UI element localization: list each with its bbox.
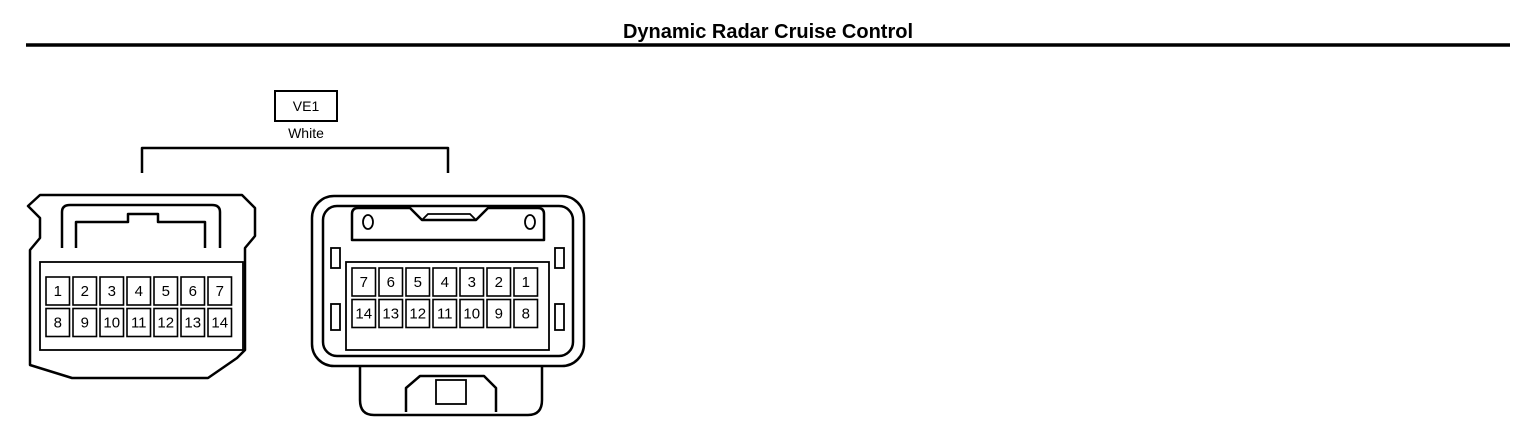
left-connector-latch-outer: [60, 203, 222, 248]
right-connector-hole-right: [524, 214, 536, 230]
pin-number: 13: [382, 306, 399, 323]
pin-cell: [459, 298, 485, 329]
pin-cell: [99, 307, 125, 338]
pin-cell: [180, 276, 206, 306]
left-connector-body: [26, 193, 257, 380]
pin-number: 5: [414, 274, 422, 291]
pin-cell: [432, 298, 458, 329]
pin-number: 12: [157, 315, 174, 332]
right-connector-side-slot-bl: [330, 303, 341, 331]
pin-number: 14: [355, 306, 372, 323]
right-pin-grid: 7 6 5 4 3 2 1 14 13 12 11 10 9 8: [351, 267, 539, 329]
right-connector-side-slot-tl: [330, 247, 341, 269]
pin-number: 10: [463, 306, 480, 323]
pin-cell: [45, 307, 71, 338]
connector-code-box: [274, 90, 338, 122]
left-connector-latch-inner: [74, 212, 207, 248]
pin-cell: [351, 298, 377, 329]
pin-number: 1: [54, 283, 62, 300]
pin-number: 13: [184, 315, 201, 332]
pin-number: 3: [468, 274, 476, 291]
right-connector-top-key: [350, 206, 546, 242]
pin-cell: [126, 276, 152, 306]
pin-cell: [180, 307, 206, 338]
pin-number: 7: [216, 283, 224, 300]
right-connector-side-slot-br: [554, 303, 565, 331]
pin-number: 11: [437, 306, 453, 323]
pin-number: 8: [54, 315, 62, 332]
pin-cell: [99, 276, 125, 306]
right-connector-key-notch: [421, 213, 477, 221]
pin-number: 6: [189, 283, 197, 300]
right-connector-lock-inner: [404, 374, 498, 412]
pin-cell: [432, 267, 458, 297]
right-connector-lock-tab: [358, 366, 544, 417]
pin-cell: [126, 307, 152, 338]
pin-cell: [486, 267, 512, 297]
right-connector-cavity: [345, 261, 550, 351]
pin-number: 2: [81, 283, 89, 300]
pin-number: 4: [135, 283, 143, 300]
pin-number: 1: [522, 274, 530, 291]
pin-cell: [207, 307, 233, 338]
pin-cell: [378, 267, 404, 297]
pin-cell: [45, 276, 71, 306]
pin-number: 12: [409, 306, 426, 323]
pin-number: 3: [108, 283, 116, 300]
pin-cell: [513, 267, 539, 297]
pin-number: 7: [360, 274, 368, 291]
right-connector-side-slot-tr: [554, 247, 565, 269]
pin-cell: [405, 298, 431, 329]
connector-code: VE1: [293, 98, 320, 114]
pin-cell: [405, 267, 431, 297]
page-title: Dynamic Radar Cruise Control: [623, 21, 913, 43]
right-connector-lock-slot: [435, 379, 467, 405]
pin-cell: [351, 267, 377, 297]
pin-number: 14: [211, 315, 228, 332]
pin-cell: [459, 267, 485, 297]
pin-cell: [153, 307, 179, 338]
pin-cell: [513, 298, 539, 329]
connector-color-label: White: [288, 125, 324, 141]
pin-cell: [486, 298, 512, 329]
pin-cell: [72, 307, 98, 338]
pin-number: 9: [495, 306, 503, 323]
right-connector-view: 7 6 5 4 3 2 1 14 13 12 11 10 9 8: [310, 194, 586, 417]
pin-number: 6: [387, 274, 395, 291]
right-connector-body: [310, 194, 586, 368]
pin-number: 2: [495, 274, 503, 291]
left-connector-cavity: [39, 261, 244, 351]
pin-cell: [72, 276, 98, 306]
pin-number: 10: [103, 315, 120, 332]
pin-cell: [153, 276, 179, 306]
right-connector-face: [321, 204, 575, 358]
connector-label-group: VE1 White: [140, 90, 450, 173]
pin-cell: [207, 276, 233, 306]
pin-number: 8: [522, 306, 530, 323]
pin-cell: [378, 298, 404, 329]
pin-number: 11: [131, 315, 147, 332]
right-connector-hole-left: [362, 214, 374, 230]
pin-number: 5: [162, 283, 170, 300]
pin-number: 9: [81, 315, 89, 332]
connector-bracket: [140, 146, 450, 173]
pin-number: 4: [441, 274, 449, 291]
